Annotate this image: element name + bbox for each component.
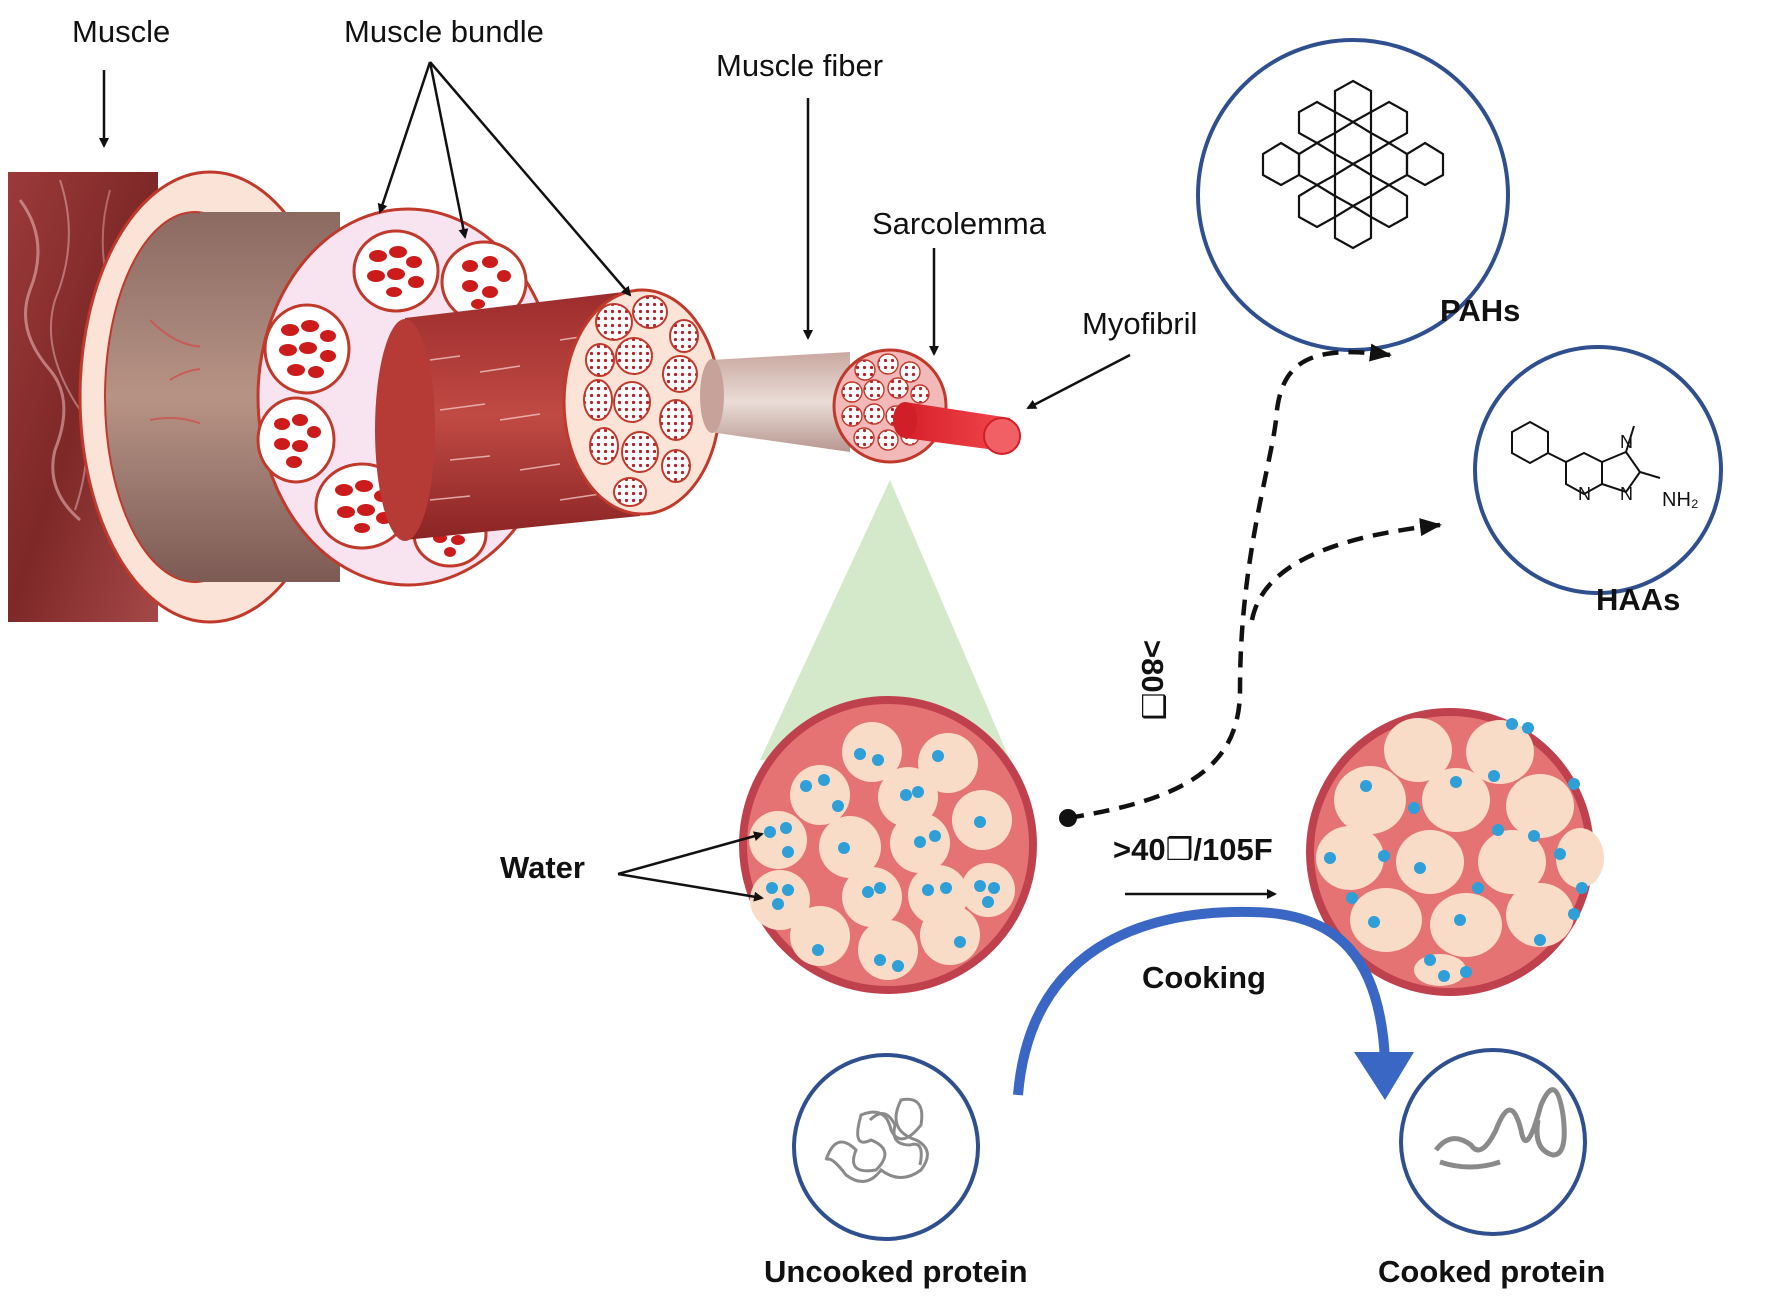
water-droplets <box>764 748 1000 972</box>
uncooked-protein-icon <box>824 1097 929 1183</box>
n-atom-1: N <box>1578 484 1591 504</box>
pah-molecule-icon <box>1261 79 1445 250</box>
label-sarcolemma: Sarcolemma <box>872 206 1046 241</box>
label-haas: HAAs <box>1596 582 1681 617</box>
label-water: Water <box>500 850 585 885</box>
label-pahs: PAHs <box>1440 293 1521 328</box>
fascicle-section <box>562 288 722 516</box>
label-temp-cook: >40❒/105F <box>1113 832 1273 867</box>
cooked-section <box>1306 708 1604 996</box>
label-muscle-fiber: Muscle fiber <box>716 48 884 83</box>
uncooked-protein-circle <box>792 1053 980 1241</box>
n-atom-2: N <box>1620 432 1633 452</box>
zoom-cone <box>760 480 1010 760</box>
label-temp-high: >80❒ <box>1135 640 1170 721</box>
n-atom-3: N <box>1620 484 1633 504</box>
uncooked-section <box>739 696 1037 994</box>
cooked-protein-icon <box>1434 1087 1567 1170</box>
label-myofibril: Myofibril <box>1082 306 1198 341</box>
cooking-curve-arrow <box>1013 906 1414 1100</box>
haa-molecule-icon <box>1511 420 1661 496</box>
fiber-section <box>832 348 1021 464</box>
label-muscle: Muscle <box>72 14 171 49</box>
leader-arrows <box>99 61 1131 902</box>
pahs-circle <box>1196 38 1510 352</box>
label-uncooked-protein: Uncooked protein <box>764 1254 1028 1289</box>
label-cooking: Cooking <box>1142 960 1266 995</box>
heat-pathway <box>1067 343 1442 821</box>
muscle-fiber-cylinder <box>700 352 850 452</box>
label-cooked-protein: Cooked protein <box>1378 1254 1606 1289</box>
cooked-protein-circle <box>1399 1048 1587 1236</box>
nh2-label: NH₂ <box>1662 489 1699 511</box>
haas-circle <box>1473 345 1723 595</box>
label-muscle-bundle: Muscle bundle <box>344 14 544 49</box>
pathway-origin-dot <box>1059 809 1077 827</box>
